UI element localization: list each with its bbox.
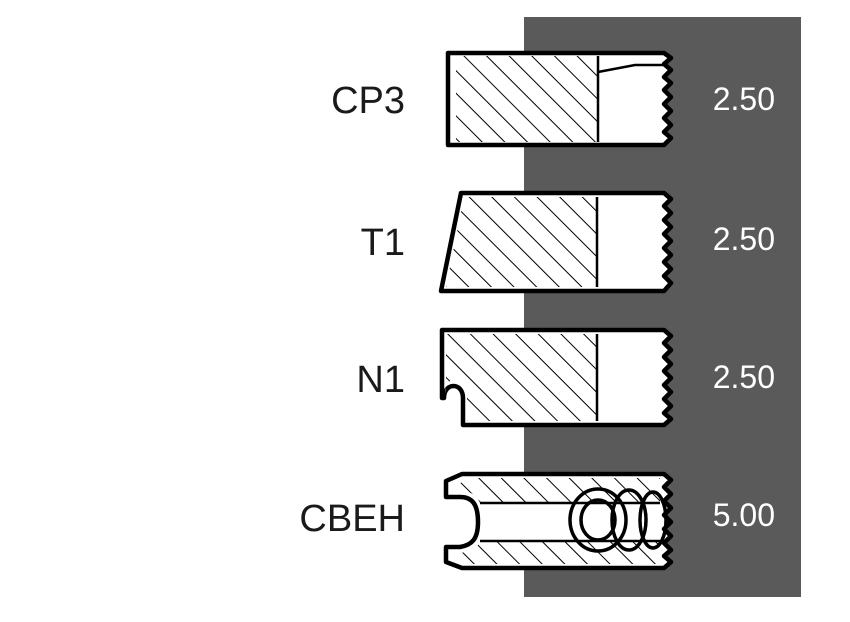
ring-t1-label: T1	[361, 222, 405, 264]
ring-cbeh-upper-rail	[452, 478, 660, 503]
ring-n1-label: N1	[356, 359, 405, 401]
ring-cbeh-lower-rail	[452, 541, 660, 564]
expander-spring-coil-1	[568, 487, 628, 553]
ring-cbeh-label: CBEH	[299, 498, 405, 540]
ring-cp3-hatch	[456, 56, 598, 142]
ring-t1-value: 2.50	[713, 221, 775, 257]
expander-spring-coil-3	[638, 490, 668, 550]
ring-t1-hatch	[446, 197, 597, 287]
ring-cbeh-value: 5.00	[713, 497, 775, 533]
ring-cp3-label: CP3	[331, 80, 405, 122]
ring-cbeh: CBEH 5.00	[299, 471, 775, 571]
ring-cp3-value: 2.50	[713, 81, 775, 117]
ring-n1: N1 2.50	[356, 327, 775, 428]
ring-cp3: CP3 2.50	[331, 50, 775, 148]
expander-spring-coil-2	[610, 488, 648, 552]
ring-n1-hatch	[445, 334, 597, 421]
ring-n1-value: 2.50	[713, 359, 775, 395]
ring-t1: T1 2.50	[361, 190, 775, 294]
